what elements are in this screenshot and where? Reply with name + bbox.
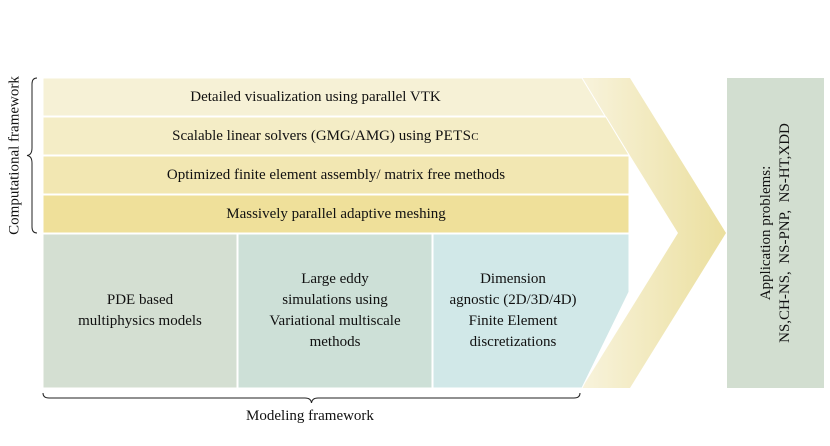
box-large-eddy (237, 233, 433, 389)
chevron-arrow (582, 78, 726, 388)
layer-linear-solvers (42, 116, 630, 156)
layer-visualization-label: Detailed visualization using parallel VT… (190, 88, 441, 105)
layer-visualization (42, 77, 606, 117)
box-pde-models-label: PDE based multiphysics models (78, 292, 202, 329)
computational-framework-label: Computational framework (6, 76, 23, 235)
layer-fe-assembly (42, 155, 630, 195)
layer-fe-assembly-label: Optimized finite element assembly/ matri… (166, 166, 506, 183)
petsc-label: PETSc (435, 127, 479, 144)
box-large-eddy-label: Large eddy simulations using Variational… (269, 271, 401, 350)
application-problems-label: Application problems: NS,CH-NS, NS-PNP, … (758, 123, 793, 343)
modeling-brace (42, 392, 581, 404)
layer-adaptive-meshing-label: Massively parallel adaptive meshing (226, 205, 446, 222)
box-dimension-agnostic-label: Dimension agnostic (2D/3D/4D) Finite Ele… (449, 271, 577, 350)
application-box (727, 78, 824, 388)
box-dimension-agnostic (432, 233, 630, 389)
modeling-framework-label: Modeling framework (246, 407, 374, 424)
box-pde-models (42, 233, 238, 389)
computational-brace (26, 77, 38, 234)
layer-adaptive-meshing (42, 194, 630, 234)
layer-linear-solvers-label: Scalable linear solvers (GMG/AMG) using … (43, 117, 608, 155)
